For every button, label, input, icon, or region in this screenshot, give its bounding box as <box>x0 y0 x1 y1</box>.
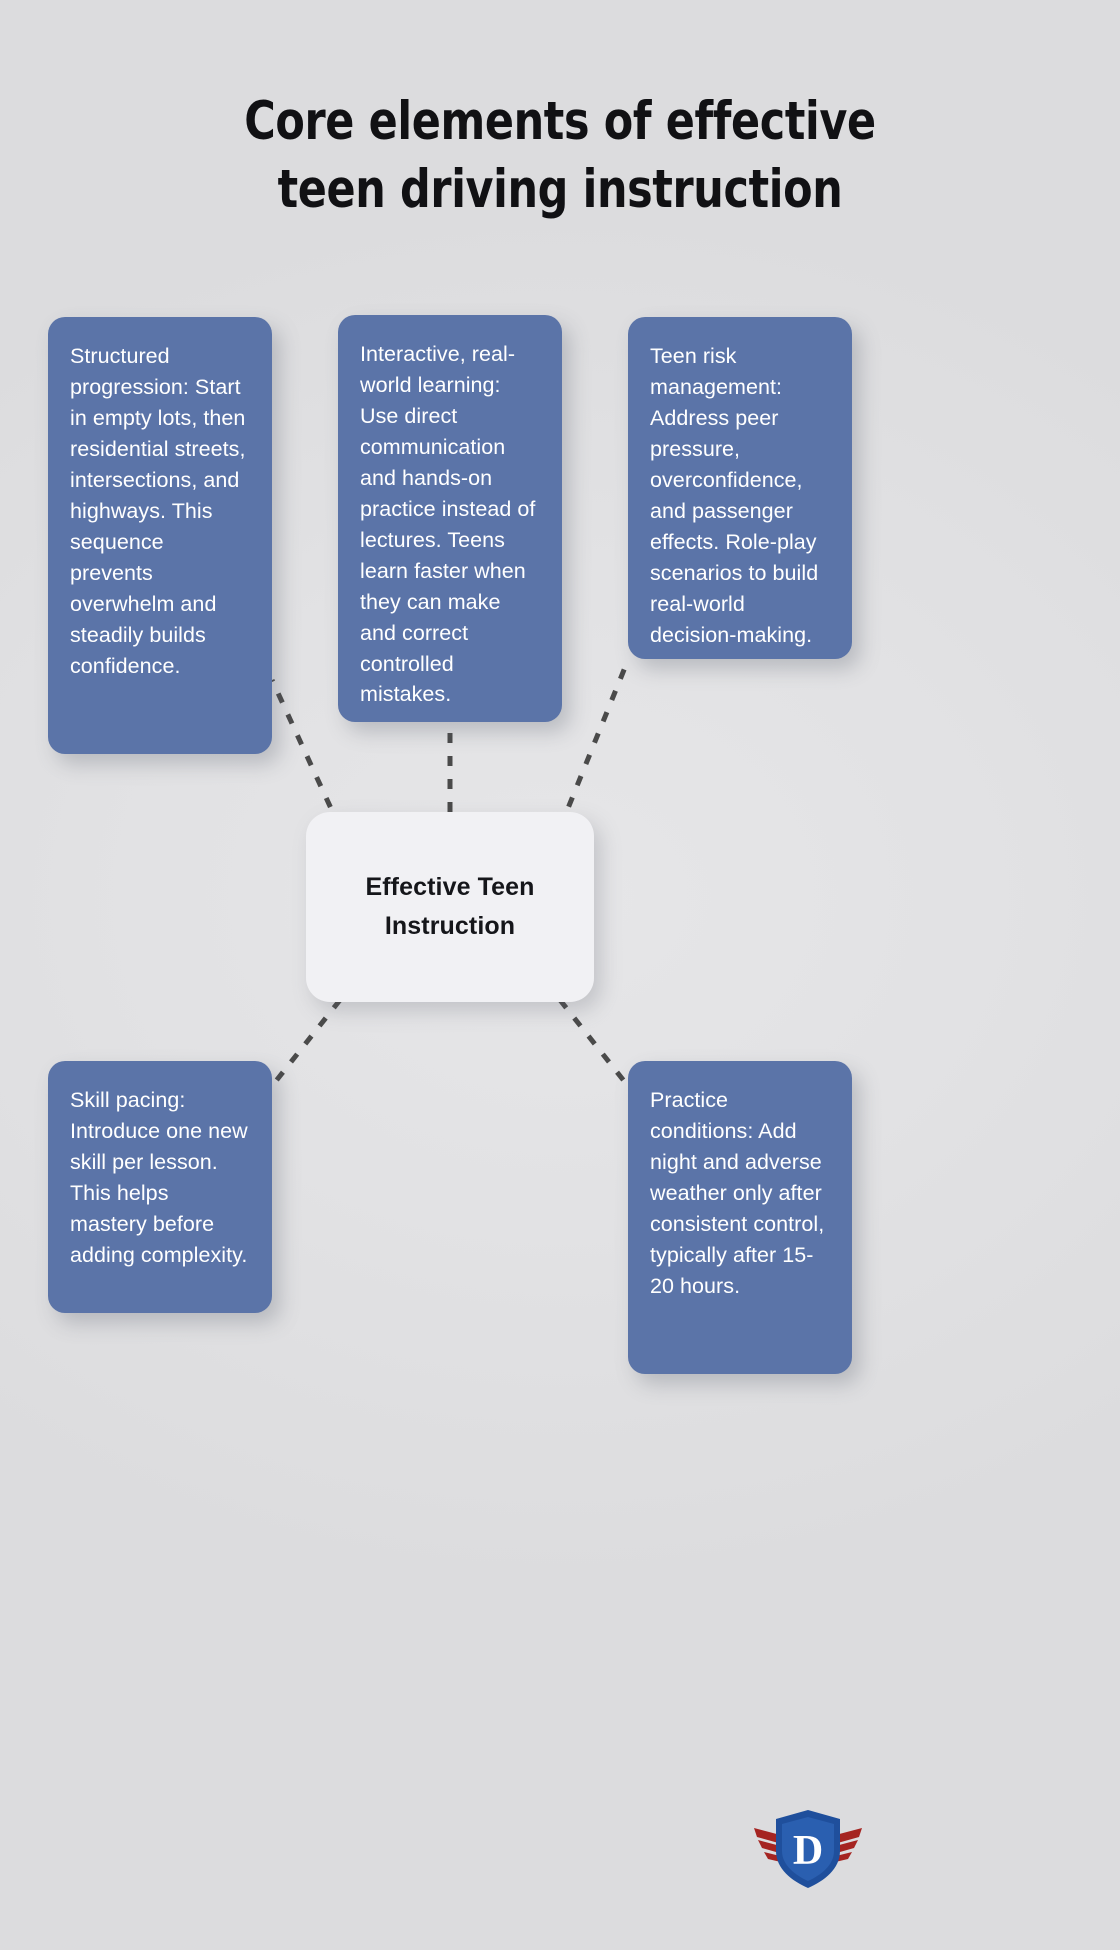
winged-shield-logo: D <box>752 1806 864 1892</box>
card-structured-progression[interactable]: Structured progression: Start in empty l… <box>48 317 272 754</box>
page-title-line-2: teen driving instruction <box>277 158 843 220</box>
card-text: Teen risk management: Address peer press… <box>650 344 819 647</box>
card-text: Structured progression: Start in empty l… <box>70 344 246 678</box>
card-skill-pacing[interactable]: Skill pacing: Introduce one new skill pe… <box>48 1061 272 1313</box>
connector-to-structured <box>269 678 343 830</box>
card-practice-conditions[interactable]: Practice conditions: Add night and adver… <box>628 1061 852 1374</box>
card-interactive-real-world-learning[interactable]: Interactive, real-world learning: Use di… <box>338 315 562 722</box>
center-node-label-line-1: Effective Teen <box>365 873 535 902</box>
logo-letter: D <box>793 1828 823 1874</box>
connector-to-pacing <box>270 998 342 1088</box>
page-title-line-1: Core elements of effective <box>244 91 876 152</box>
connector-to-risk <box>557 659 631 829</box>
connector-to-conditions <box>558 998 630 1088</box>
center-node-label: Effective Teen Instruction <box>347 868 552 946</box>
card-text: Interactive, real-world learning: Use di… <box>360 342 536 707</box>
center-node-label-line-2: Instruction <box>384 912 516 940</box>
page-title: Core elements of effective teen driving … <box>137 88 983 224</box>
logo-shield-inner <box>782 1817 834 1881</box>
card-text: Practice conditions: Add night and adver… <box>650 1088 825 1298</box>
center-node[interactable]: Effective Teen Instruction <box>306 812 594 1002</box>
card-teen-risk-management[interactable]: Teen risk management: Address peer press… <box>628 317 852 659</box>
card-text: Skill pacing: Introduce one new skill pe… <box>70 1088 248 1267</box>
